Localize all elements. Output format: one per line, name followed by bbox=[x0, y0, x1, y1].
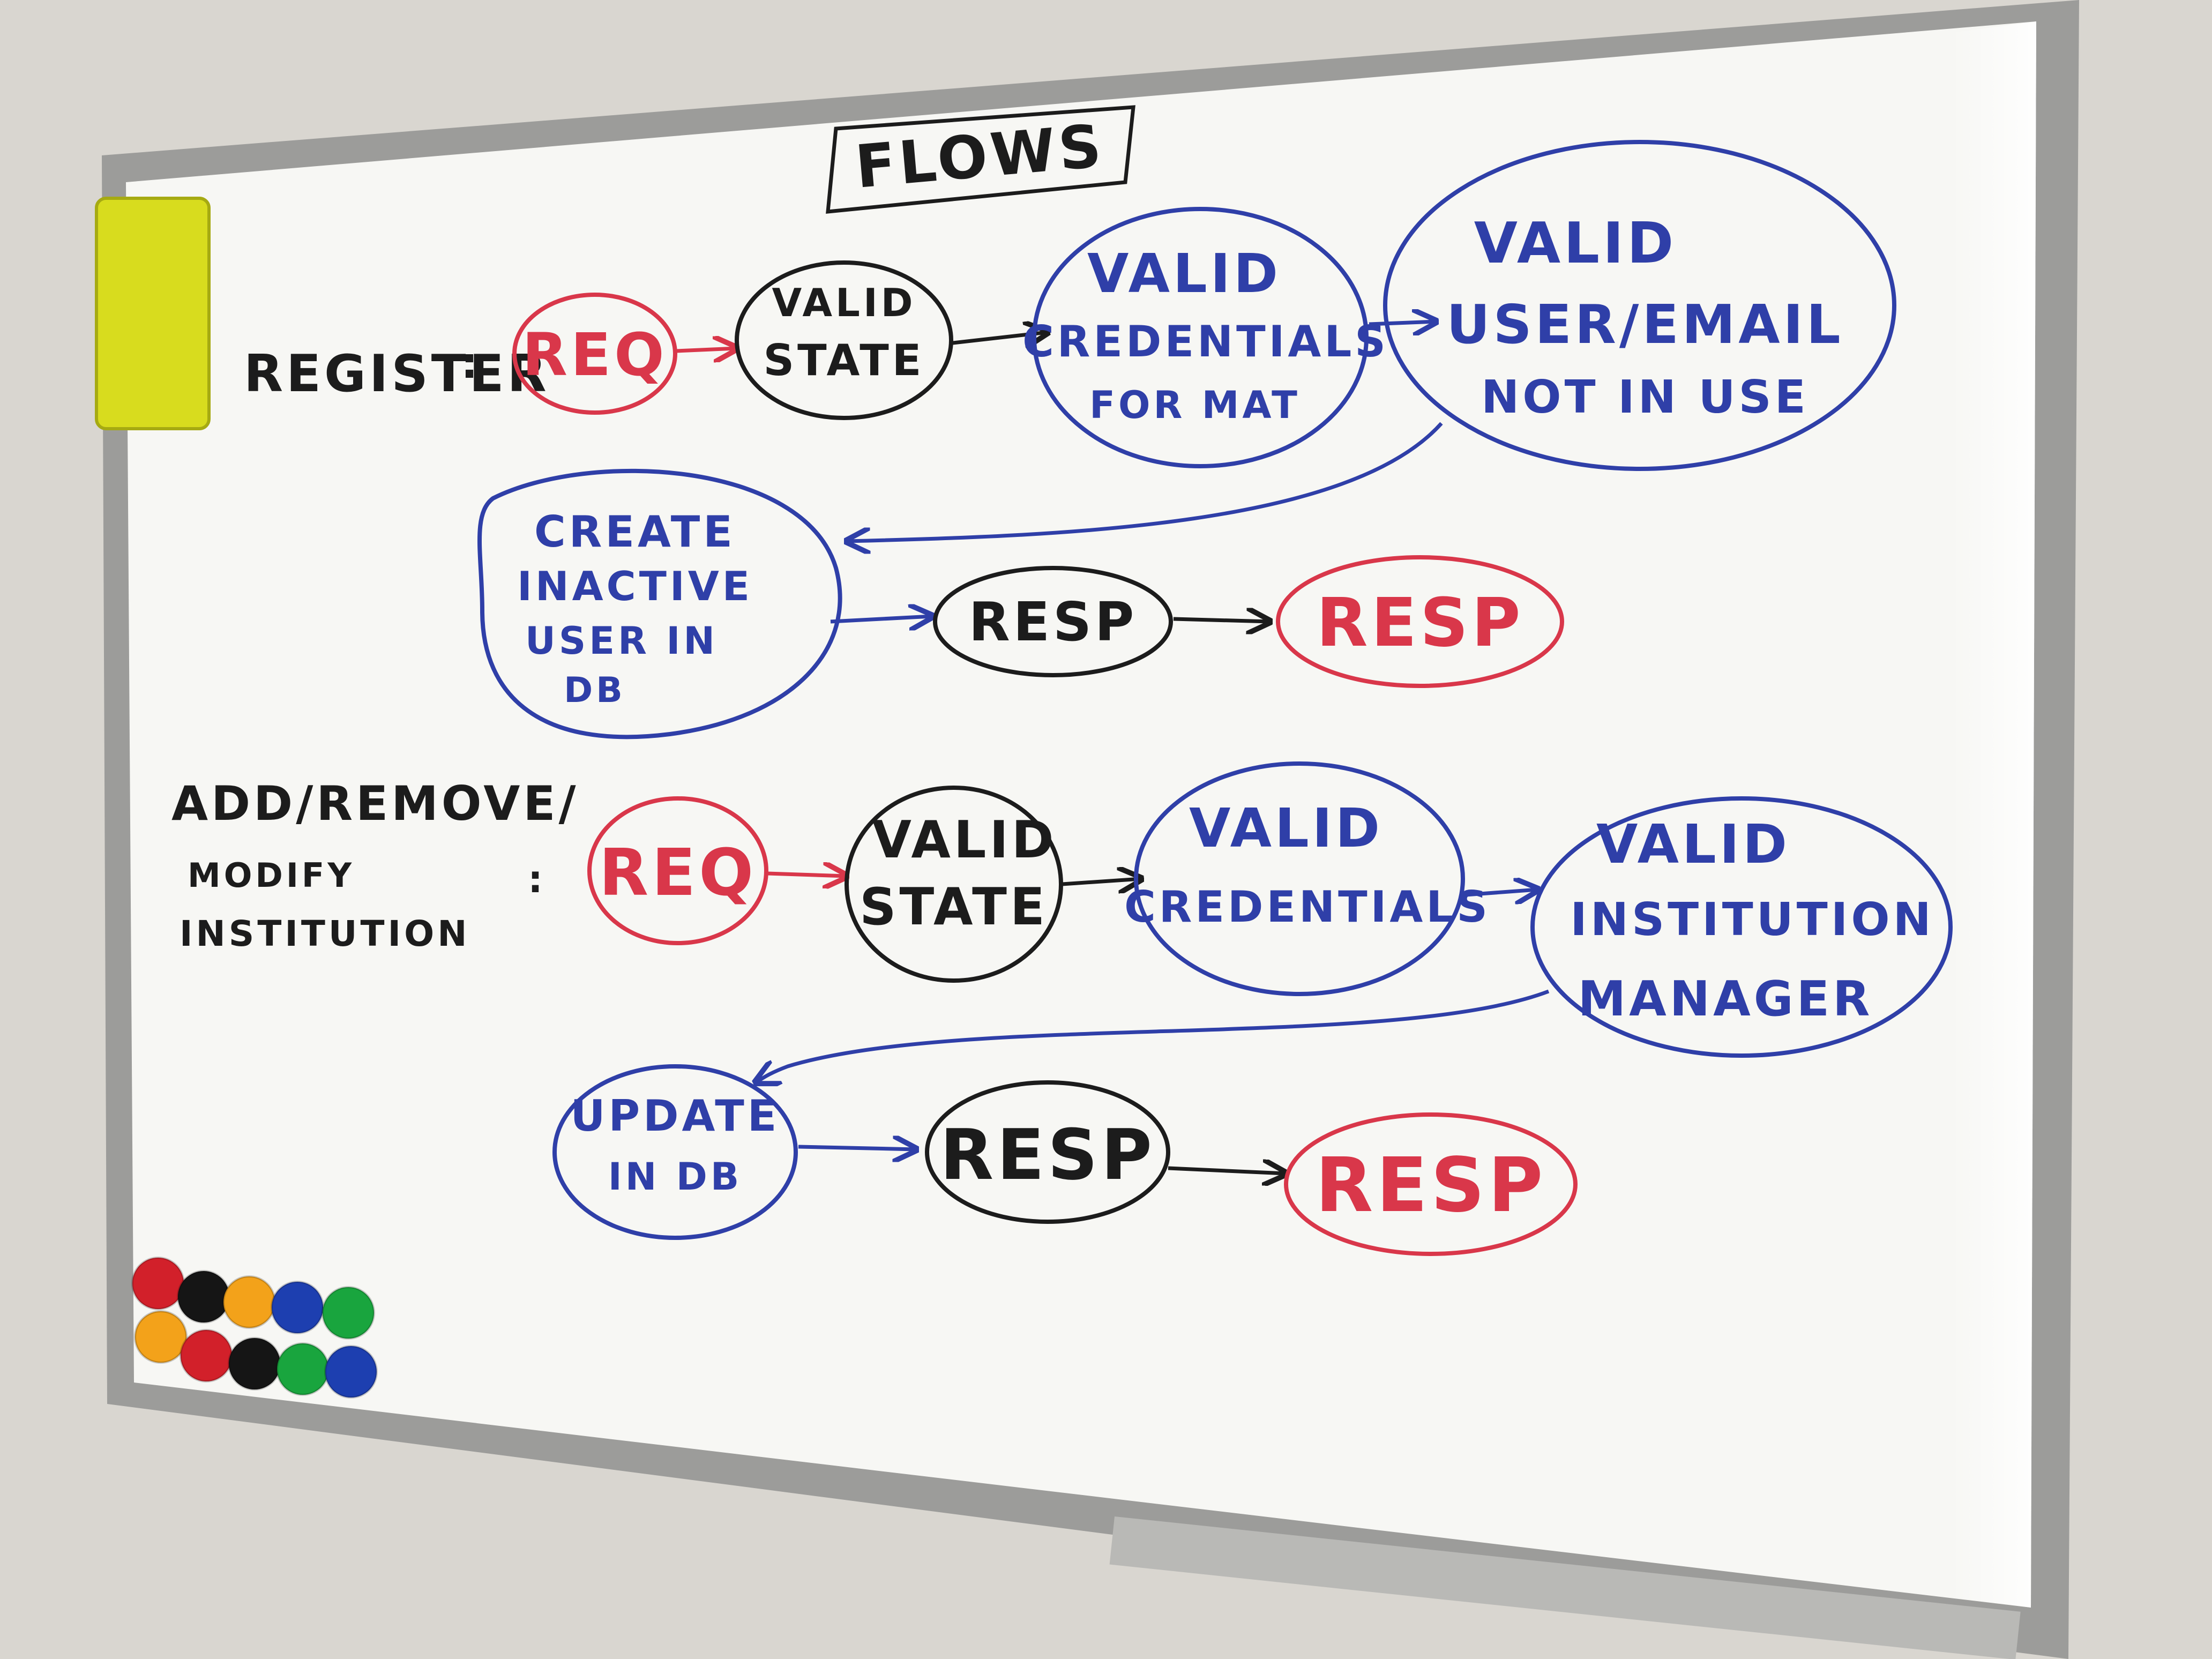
register-arrow-user-create bbox=[847, 422, 1443, 541]
register-create-line3: USER IN bbox=[525, 619, 718, 663]
register-create-line2: INACTIVE bbox=[517, 563, 753, 610]
register-valid-credentials-node bbox=[1032, 207, 1369, 468]
register-credentials-line3: FOR MAT bbox=[1089, 383, 1301, 427]
register-valid-state-line2: STATE bbox=[764, 335, 925, 385]
institution-valid-credentials-node bbox=[1134, 761, 1465, 996]
institution-resp-red-node bbox=[1284, 1112, 1578, 1256]
register-create-line1: CREATE bbox=[534, 507, 736, 557]
institution-valid-state-node bbox=[845, 786, 1063, 983]
register-user-email-line2: USER/EMAIL bbox=[1446, 293, 1843, 356]
magnet-orange bbox=[222, 1275, 276, 1329]
register-arrow-create-resp bbox=[830, 616, 932, 622]
institution-credentials-line2: CREDENTIALS bbox=[1124, 882, 1491, 932]
register-credentials-line1: VALID bbox=[1087, 242, 1281, 305]
marker-tray bbox=[1109, 1516, 2021, 1659]
institution-arrow-credentials-manager bbox=[1465, 890, 1538, 895]
register-valid-user-email-node bbox=[1383, 140, 1896, 471]
institution-arrow-req-state bbox=[767, 873, 847, 876]
institution-valid-manager-node bbox=[1530, 796, 1953, 1058]
register-create-line4: DB bbox=[564, 670, 626, 711]
magnet-orange bbox=[134, 1310, 188, 1364]
register-arrow-credentials-user bbox=[1369, 322, 1436, 324]
magnet-red bbox=[131, 1257, 185, 1310]
eraser bbox=[95, 197, 211, 430]
magnet-blue bbox=[324, 1345, 378, 1399]
board-glare bbox=[1951, 21, 2036, 1608]
institution-manager-line2: INSTITUTION bbox=[1570, 893, 1934, 946]
register-req-label: REQ bbox=[522, 320, 667, 389]
institution-update-line2: IN DB bbox=[608, 1155, 742, 1199]
register-req-node bbox=[512, 293, 677, 415]
magnet-red bbox=[180, 1329, 233, 1382]
institution-label-line3: INSTITUTION bbox=[180, 913, 470, 954]
title-box bbox=[826, 105, 1135, 214]
register-credentials-line2: CREDENTIALS bbox=[1022, 317, 1389, 367]
institution-valid-state-line2: STATE bbox=[860, 878, 1048, 937]
magnet-black bbox=[228, 1337, 281, 1391]
register-resp-black-label: RESP bbox=[969, 591, 1138, 653]
register-create-user-node bbox=[477, 468, 842, 739]
register-arrow-req-state bbox=[676, 348, 737, 351]
register-arrow-resp-resp bbox=[1173, 619, 1270, 622]
institution-label-line1: ADD/REMOVE/ bbox=[171, 776, 579, 831]
magnet-black bbox=[177, 1270, 230, 1324]
magnet-green bbox=[276, 1342, 330, 1396]
institution-label-line2: MODIFY bbox=[188, 856, 355, 895]
register-resp-black-node bbox=[933, 566, 1173, 677]
register-resp-red-label: RESP bbox=[1316, 584, 1523, 662]
institution-arrow-resp-resp bbox=[1168, 1168, 1286, 1174]
magnet-green bbox=[322, 1286, 375, 1340]
institution-credentials-line1: VALID bbox=[1189, 797, 1383, 860]
institution-resp-black-label: RESP bbox=[940, 1114, 1155, 1195]
register-valid-state-node bbox=[735, 260, 953, 420]
institution-manager-line1: VALID bbox=[1596, 813, 1790, 876]
institution-resp-red-label: RESP bbox=[1316, 1142, 1546, 1229]
institution-valid-state-line1: VALID bbox=[872, 811, 1057, 870]
institution-arrow-update-resp bbox=[798, 1147, 916, 1149]
register-valid-state-line1: VALID bbox=[772, 280, 916, 325]
register-user-email-line3: NOT IN USE bbox=[1481, 371, 1809, 424]
magnets-group bbox=[131, 1257, 378, 1399]
register-arrow-state-credentials bbox=[952, 332, 1048, 343]
whiteboard-surface bbox=[126, 21, 2036, 1608]
register-colon: : bbox=[461, 338, 481, 388]
magnet-blue bbox=[271, 1281, 324, 1334]
institution-req-label: REQ bbox=[599, 836, 757, 910]
institution-colon: : bbox=[528, 857, 546, 901]
institution-update-line1: UPDATE bbox=[571, 1091, 780, 1141]
register-resp-red-node bbox=[1276, 555, 1564, 688]
institution-arrow-state-credentials bbox=[1062, 879, 1141, 884]
institution-arrow-manager-update bbox=[756, 989, 1550, 1082]
register-label: REGISTER bbox=[244, 345, 550, 403]
register-user-email-line1: VALID bbox=[1474, 211, 1677, 276]
institution-manager-line3: MANAGER bbox=[1578, 971, 1873, 1027]
institution-req-node bbox=[587, 796, 768, 945]
institution-update-node bbox=[552, 1064, 798, 1240]
institution-resp-black-node bbox=[925, 1080, 1170, 1224]
